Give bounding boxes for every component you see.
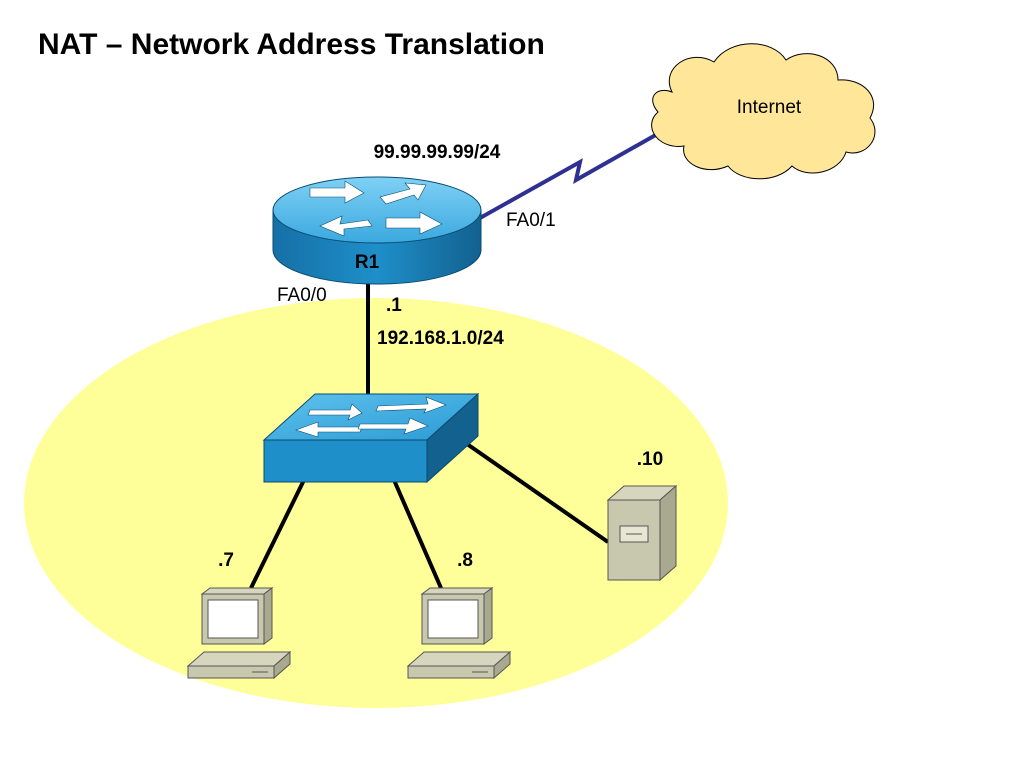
switch-arrows-icon (295, 396, 447, 438)
host-pc-1[interactable] (186, 587, 292, 680)
host-1-address: .7 (218, 550, 234, 571)
switch-host1-link (249, 479, 306, 589)
cloud-label: Internet (737, 97, 802, 118)
lan-host-address: .1 (386, 295, 402, 316)
host-2-address: .8 (457, 550, 473, 571)
lan-interface: FA0/0 (277, 285, 327, 306)
serial-link (479, 126, 669, 220)
internet-cloud[interactable]: Internet (651, 43, 876, 180)
server-side (659, 484, 677, 582)
switch-side (426, 392, 479, 484)
switch-host2-link (392, 479, 443, 589)
wan-address: 99.99.99.99/24 (374, 142, 501, 163)
host-pc-2[interactable] (406, 587, 512, 680)
cloud-icon (651, 43, 876, 180)
wan-interface: FA0/1 (506, 210, 556, 231)
router-top (272, 176, 482, 244)
lan-network: 192.168.1.0/24 (377, 328, 504, 349)
lan-area (24, 298, 728, 708)
switch-front (263, 439, 428, 483)
router-name: R1 (355, 252, 380, 273)
router-r1[interactable]: R1 (272, 176, 482, 285)
page-title: NAT – Network Address Translation (38, 28, 545, 61)
computer-base (406, 651, 512, 667)
router-arrows-icon (309, 180, 443, 237)
server-address: .10 (637, 449, 663, 470)
lan-switch[interactable] (262, 392, 480, 484)
computer-base (186, 651, 292, 667)
server[interactable] (606, 484, 678, 582)
switch-server-link (455, 435, 610, 544)
